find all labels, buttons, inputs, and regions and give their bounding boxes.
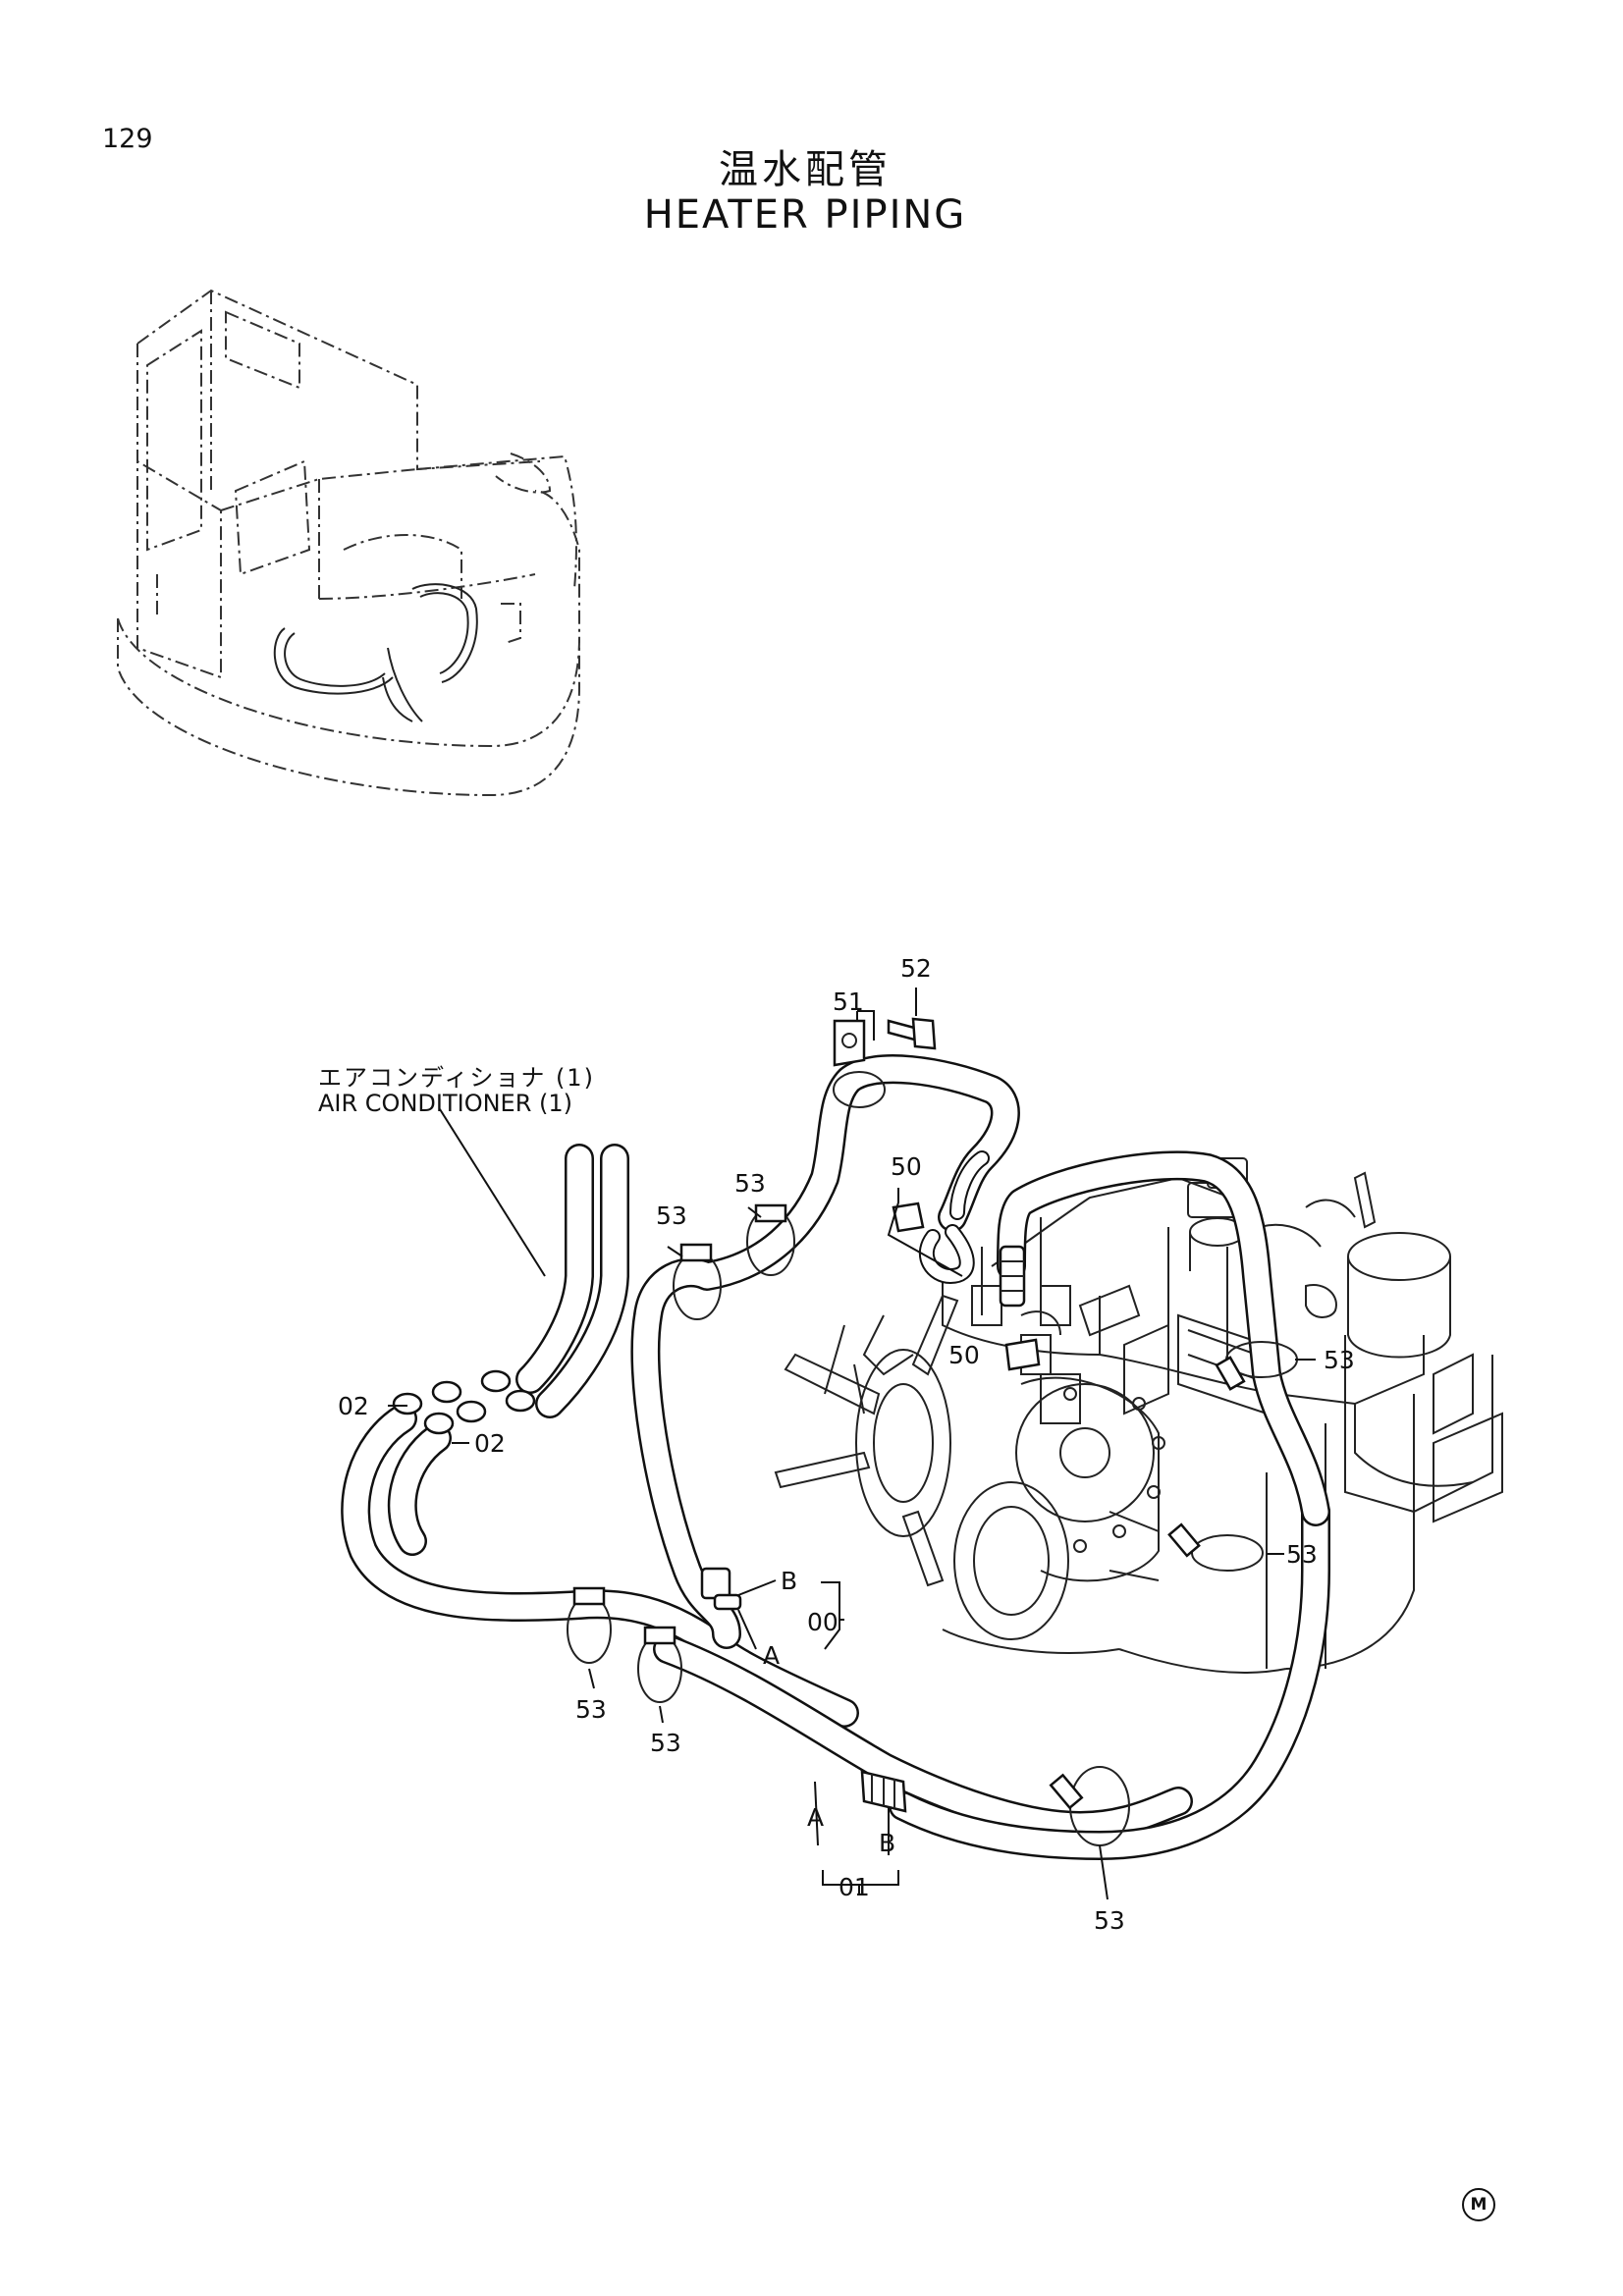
air-conditioner-label-english: AIR CONDITIONER (1) [318,1090,573,1117]
callout-53-right-middle: 53 [1286,1540,1318,1569]
callout-b-upper: B [781,1567,798,1595]
leader-lines [388,988,1316,1900]
page-number: 129 [102,124,153,154]
excavator-cab-illustration [117,289,580,797]
engine-illustration [774,1157,1503,1674]
callout-00: 00 [807,1608,839,1636]
callout-53-lower-left-a: 53 [575,1695,607,1724]
callout-a-lower: A [807,1803,825,1832]
title-japanese: 温水配管 [719,147,892,192]
callout-01: 01 [839,1873,870,1901]
m-mark-symbol: M [1462,2188,1495,2221]
callout-02-lower: 02 [474,1429,506,1458]
callout-53-bottom-right: 53 [1094,1906,1125,1935]
callout-a-upper: A [763,1641,781,1670]
title-english: HEATER PIPING [643,192,967,238]
callout-50-upper: 50 [891,1152,922,1181]
callout-b-lower: B [879,1829,896,1857]
callout-53-right-top: 53 [1324,1346,1355,1374]
callout-52: 52 [900,954,932,983]
callout-02-upper: 02 [338,1392,369,1420]
callout-51: 51 [833,988,864,1016]
callout-53-upper-left: 53 [656,1201,687,1230]
heater-hoses [341,1054,1330,1860]
callout-53-lower-left-b: 53 [650,1729,681,1757]
air-conditioner-label-japanese: エアコンディショナ (1) [318,1064,595,1092]
callout-50-lower: 50 [948,1341,980,1369]
callout-53-upper-right: 53 [734,1169,766,1198]
